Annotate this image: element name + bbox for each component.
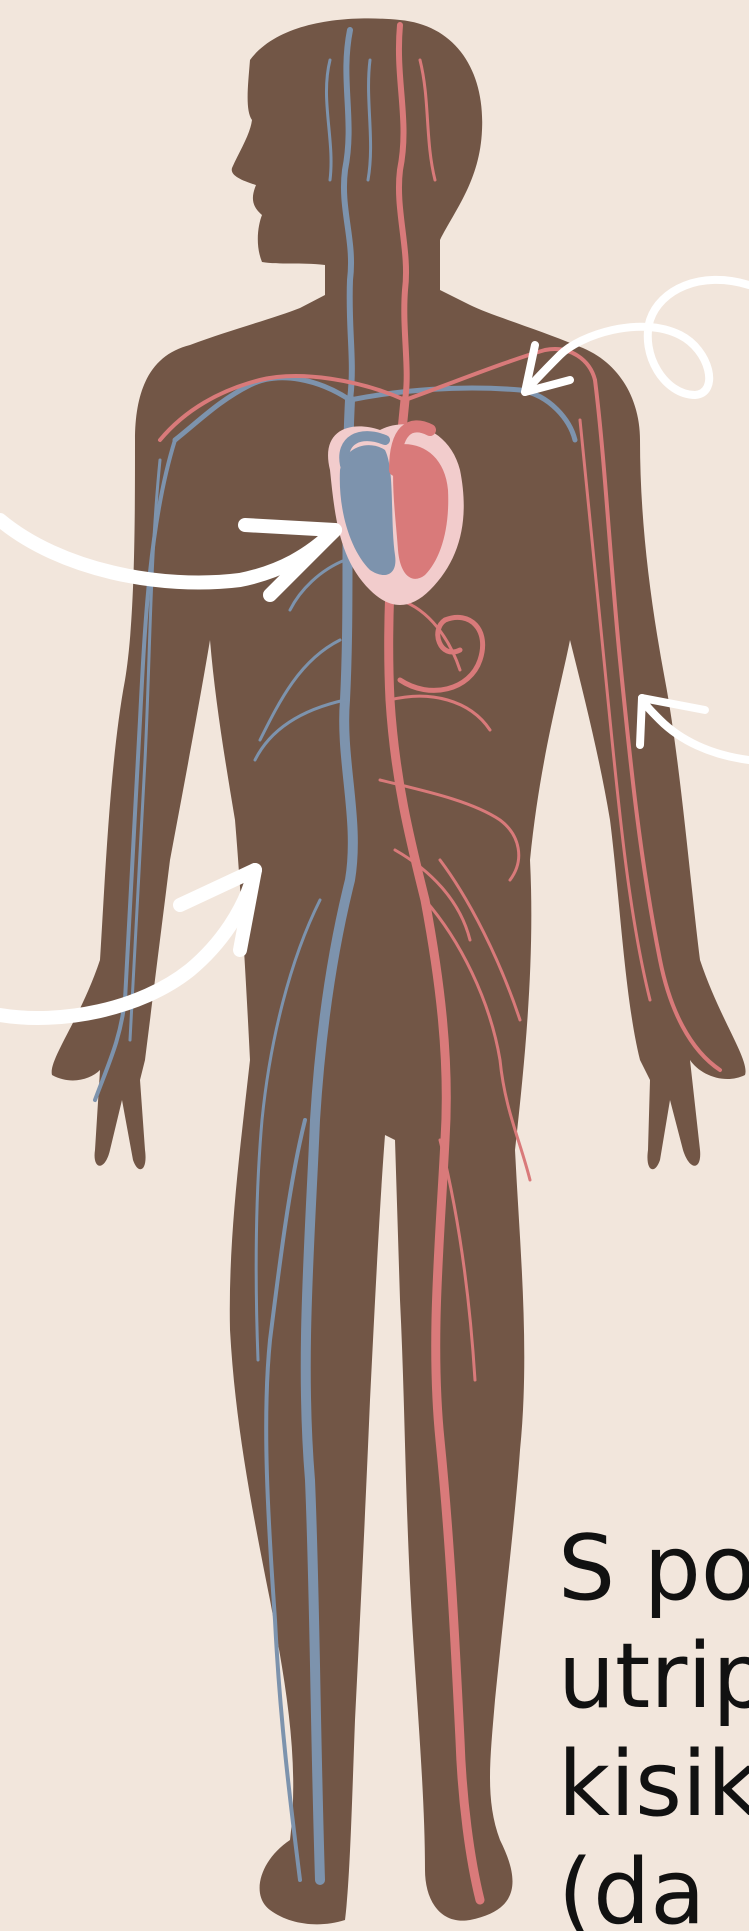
description-line-1: S po bbox=[558, 1515, 749, 1623]
description-text: S po utrip kisik (da bbox=[558, 1515, 749, 1931]
description-line-4: (da bbox=[558, 1839, 749, 1931]
description-line-2: utrip bbox=[558, 1623, 749, 1731]
description-line-3: kisik bbox=[558, 1731, 749, 1839]
